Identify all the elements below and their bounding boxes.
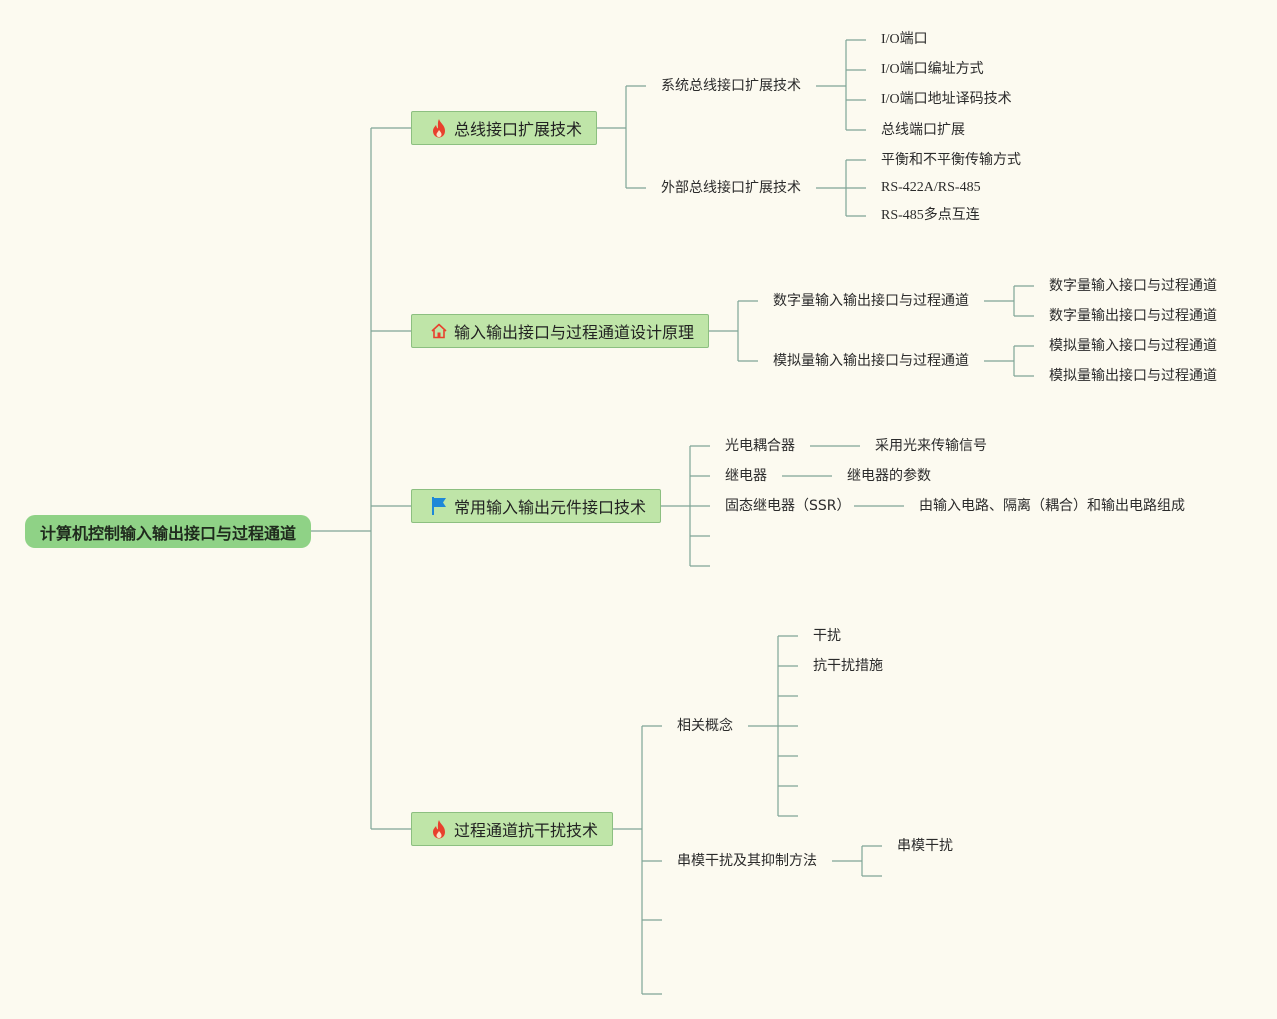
leaf-io-port-addressing[interactable]: I/O端口编址方式	[881, 62, 984, 77]
leaf-rs485-multidrop[interactable]: RS-485多点互连	[881, 208, 980, 223]
leaf-optocoupler-detail[interactable]: 采用光来传输信号	[875, 438, 987, 454]
topic-external-bus-ext[interactable]: 外部总线接口扩展技术	[661, 180, 801, 196]
house-icon	[428, 320, 450, 342]
topic-related-concepts[interactable]: 相关概念	[677, 718, 733, 734]
branch-anti-interference[interactable]: 过程通道抗干扰技术	[411, 812, 613, 846]
leaf-anti-interference-measures[interactable]: 抗干扰措施	[813, 658, 883, 674]
branch-io-channel-design[interactable]: 输入输出接口与过程通道设计原理	[411, 314, 709, 348]
branch-label: 过程通道抗干扰技术	[454, 821, 599, 840]
topic-optocoupler[interactable]: 光电耦合器	[725, 438, 795, 454]
leaf-balanced-transmission[interactable]: 平衡和不平衡传输方式	[881, 152, 1021, 168]
fire-icon	[428, 117, 450, 139]
branch-label: 输入输出接口与过程通道设计原理	[454, 323, 695, 342]
leaf-relay-detail[interactable]: 继电器的参数	[847, 468, 931, 484]
flag-icon	[428, 495, 450, 517]
fire-icon	[428, 818, 450, 840]
leaf-interference[interactable]: 干扰	[813, 628, 841, 644]
topic-ssr[interactable]: 固态继电器（SSR）	[725, 498, 851, 514]
topic-digital-io[interactable]: 数字量输入输出接口与过程通道	[773, 293, 969, 309]
branch-io-components[interactable]: 常用输入输出元件接口技术	[411, 489, 661, 523]
leaf-io-port-decoding[interactable]: I/O端口地址译码技术	[881, 92, 1012, 107]
root-topic[interactable]: 计算机控制输入输出接口与过程通道	[25, 515, 311, 548]
leaf-series-mode-interference[interactable]: 串模干扰	[897, 838, 953, 854]
leaf-digital-input[interactable]: 数字量输入接口与过程通道	[1049, 278, 1217, 294]
topic-relay[interactable]: 继电器	[725, 468, 767, 484]
leaf-ssr-detail[interactable]: 由输入电路、隔离（耦合）和输出电路组成	[919, 498, 1185, 514]
leaf-bus-port-ext[interactable]: 总线端口扩展	[881, 122, 965, 138]
leaf-analog-output[interactable]: 模拟量输出接口与过程通道	[1049, 368, 1217, 384]
leaf-io-port[interactable]: I/O端口	[881, 32, 928, 47]
branch-label: 常用输入输出元件接口技术	[454, 498, 647, 517]
leaf-rs422-rs485[interactable]: RS-422A/RS-485	[881, 180, 981, 195]
leaf-digital-output[interactable]: 数字量输出接口与过程通道	[1049, 308, 1217, 324]
leaf-analog-input[interactable]: 模拟量输入接口与过程通道	[1049, 338, 1217, 354]
branch-label: 总线接口扩展技术	[454, 120, 583, 139]
topic-analog-io[interactable]: 模拟量输入输出接口与过程通道	[773, 353, 969, 369]
topic-series-mode[interactable]: 串模干扰及其抑制方法	[677, 853, 817, 869]
topic-system-bus-ext[interactable]: 系统总线接口扩展技术	[661, 78, 801, 94]
branch-bus-interface[interactable]: 总线接口扩展技术	[411, 111, 597, 145]
